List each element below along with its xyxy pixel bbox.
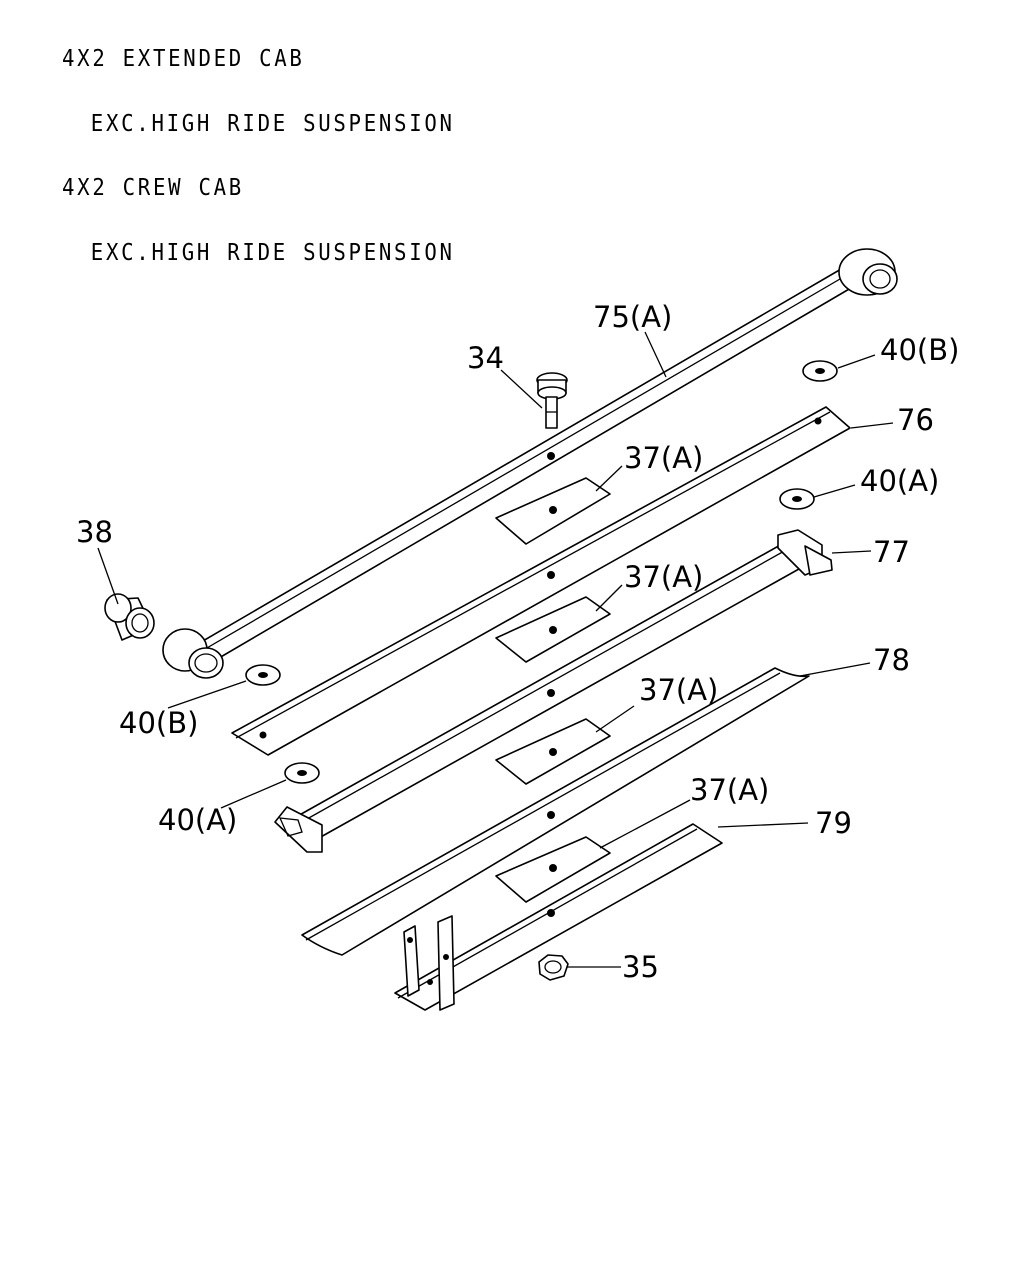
callout-37a-3: 37(A): [639, 673, 718, 707]
header-line-4: EXC.HIGH RIDE SUSPENSION: [90, 239, 455, 266]
callout-35: 35: [622, 950, 659, 984]
callout-labels: 75(A) 34 40(B) 76 37(A) 40(A) 38 77 37(A…: [76, 300, 959, 984]
callout-78: 78: [873, 643, 910, 677]
header-line-1: 4X2 EXTENDED CAB: [62, 46, 305, 72]
bushing-38: [104, 593, 155, 641]
header-line-2: EXC.HIGH RIDE SUSPENSION: [90, 110, 455, 137]
pad-37a-2: [495, 596, 611, 663]
pad-37a-4: [495, 836, 611, 903]
applicability-header: 4X2 EXTENDED CAB EXC.HIGH RIDE SUSPENSIO…: [62, 6, 455, 286]
callout-77: 77: [873, 535, 910, 569]
callout-38: 38: [76, 515, 113, 549]
leaf-76: [231, 406, 851, 756]
leaf-77: [274, 529, 833, 853]
callout-40a-left: 40(A): [158, 803, 237, 837]
callout-76: 76: [897, 403, 934, 437]
callout-40b-left: 40(B): [119, 706, 198, 740]
pad-37a-1: [495, 477, 611, 545]
leaf-79: [394, 823, 723, 1011]
callout-40a-right: 40(A): [860, 464, 939, 498]
pad-37a-3: [495, 718, 611, 785]
main-leaf-75a: [162, 248, 898, 679]
callout-79: 79: [815, 806, 852, 840]
washer-40a-left: [284, 762, 320, 784]
leader-lines: [97, 331, 894, 968]
washer-40b-left: [245, 664, 281, 686]
callout-34: 34: [467, 341, 504, 375]
callout-75a: 75(A): [593, 300, 672, 334]
washer-40b-right: [802, 360, 838, 382]
header-line-3: 4X2 CREW CAB: [62, 175, 244, 201]
callout-37a-4: 37(A): [690, 773, 769, 807]
nut-35: [538, 954, 569, 981]
leaf-78: [301, 667, 810, 956]
callout-37a-1: 37(A): [624, 441, 703, 475]
washer-40a-right: [779, 488, 815, 510]
callout-40b-right: 40(B): [880, 333, 959, 367]
callout-37a-2: 37(A): [624, 560, 703, 594]
center-bolt-34: [536, 372, 568, 429]
